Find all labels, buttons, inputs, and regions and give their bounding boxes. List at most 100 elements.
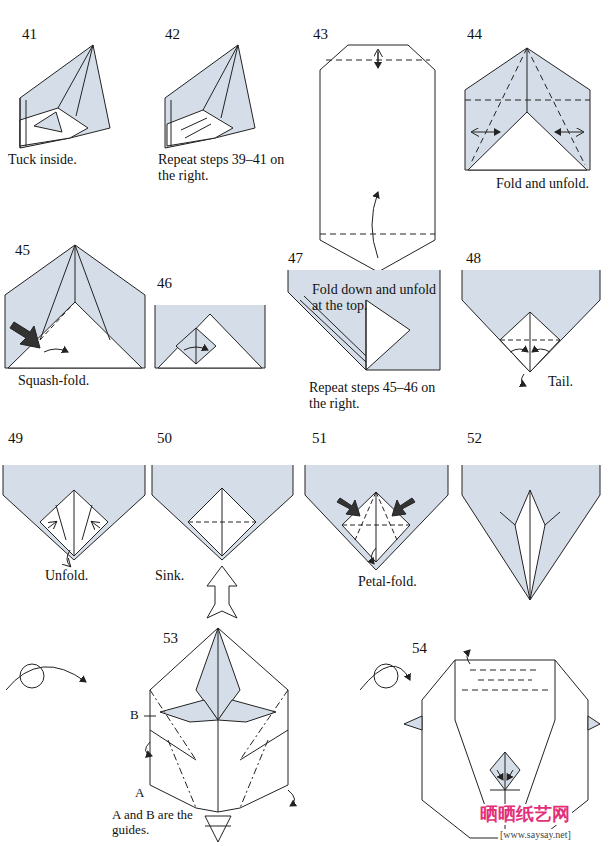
step-54-figure bbox=[404, 650, 600, 838]
fold-line bbox=[20, 98, 21, 148]
fold-line bbox=[470, 48, 527, 165]
fold-line bbox=[240, 740, 268, 808]
fold-line bbox=[3, 465, 145, 560]
fold-line bbox=[462, 465, 600, 600]
fold-line bbox=[188, 488, 256, 556]
step-caption: Petal-fold. bbox=[358, 574, 417, 590]
fold-line bbox=[188, 522, 256, 523]
fold-line bbox=[342, 492, 410, 562]
step-caption: Sink. bbox=[155, 568, 184, 584]
step-45-figure bbox=[5, 245, 145, 368]
fold-line bbox=[462, 270, 600, 372]
watermark: 晒晒纸艺网 bbox=[478, 804, 572, 825]
step-number: 54 bbox=[412, 640, 427, 657]
fold-line bbox=[497, 770, 503, 780]
fold-line bbox=[40, 245, 75, 340]
step-caption: Unfold. bbox=[45, 568, 88, 584]
fold-line bbox=[288, 270, 440, 370]
fold-line bbox=[575, 132, 583, 133]
fold-line bbox=[152, 465, 293, 560]
fold-line bbox=[82, 505, 92, 540]
fold-line bbox=[3, 45, 600, 842]
watermark-url: [www.saysay.net] bbox=[498, 829, 573, 841]
fold-line bbox=[545, 512, 560, 525]
guide-letter: B bbox=[130, 708, 139, 723]
step-caption: Squash-fold. bbox=[18, 373, 89, 389]
fold-line bbox=[152, 465, 293, 560]
fold-line bbox=[20, 45, 110, 148]
fold-line bbox=[500, 512, 515, 525]
fold-line bbox=[462, 690, 548, 691]
step-number: 45 bbox=[15, 242, 30, 259]
fold-line bbox=[305, 465, 448, 570]
step-number: 41 bbox=[22, 26, 37, 43]
fold-line bbox=[145, 742, 152, 756]
fold-line bbox=[472, 132, 480, 133]
fold-line bbox=[167, 110, 233, 146]
fold-line bbox=[171, 100, 172, 146]
step-48-figure bbox=[462, 270, 600, 386]
fold-line bbox=[158, 314, 262, 368]
fold-line bbox=[40, 302, 75, 340]
fold-line bbox=[10, 322, 40, 348]
fold-line bbox=[467, 650, 470, 664]
step-number: 46 bbox=[157, 275, 172, 292]
turn-over-symbol bbox=[360, 664, 410, 690]
fold-line bbox=[144, 716, 156, 717]
step-number: 51 bbox=[312, 430, 327, 447]
fold-line bbox=[320, 45, 435, 272]
fold-line bbox=[207, 566, 237, 618]
step-49-figure bbox=[3, 465, 145, 566]
step-caption: Fold down and unfold at the top. bbox=[312, 282, 440, 314]
fold-line bbox=[176, 328, 216, 364]
step-46-figure bbox=[155, 305, 265, 368]
fold-line bbox=[510, 349, 528, 352]
step-number: 44 bbox=[467, 26, 482, 43]
fold-line bbox=[8, 302, 142, 368]
fold-line bbox=[155, 305, 265, 368]
fold-line bbox=[337, 498, 360, 516]
fold-line bbox=[74, 490, 75, 556]
fold-line bbox=[288, 270, 440, 370]
fold-line bbox=[168, 740, 196, 808]
fold-line bbox=[555, 132, 575, 133]
fold-line bbox=[150, 628, 288, 812]
fold-line bbox=[185, 124, 211, 138]
fold-line bbox=[555, 660, 556, 720]
step-caption: Tail. bbox=[548, 374, 573, 390]
guide-letter: A bbox=[135, 786, 144, 801]
step-caption: Repeat steps 39–41 on the right. bbox=[158, 152, 298, 184]
fold-line bbox=[196, 328, 197, 364]
fold-line bbox=[44, 349, 68, 352]
fold-line bbox=[205, 816, 231, 842]
fold-line bbox=[392, 498, 415, 516]
step-51-figure bbox=[305, 465, 448, 570]
step-caption: Repeat steps 45–46 on the right. bbox=[309, 380, 449, 412]
step-number: 53 bbox=[163, 630, 178, 647]
fold-line bbox=[40, 490, 108, 556]
fold-line bbox=[360, 666, 410, 690]
fold-line bbox=[378, 52, 379, 68]
fold-line bbox=[48, 522, 56, 528]
fold-line bbox=[305, 465, 448, 570]
fold-line bbox=[500, 312, 560, 372]
fold-line bbox=[240, 730, 288, 760]
fold-line bbox=[75, 245, 76, 302]
fold-line bbox=[521, 374, 526, 386]
fold-line bbox=[376, 492, 377, 562]
fold-line bbox=[455, 660, 456, 720]
fold-line bbox=[507, 770, 513, 780]
fold-line bbox=[500, 340, 560, 341]
fold-line bbox=[288, 790, 295, 806]
fold-line bbox=[75, 245, 110, 340]
step-caption: A and B are the guides. bbox=[112, 808, 196, 838]
step-number: 52 bbox=[467, 430, 482, 447]
step-42-figure bbox=[165, 45, 255, 148]
fold-line bbox=[92, 522, 100, 528]
fold-line bbox=[20, 108, 88, 146]
step-47-figure bbox=[288, 270, 440, 370]
fold-line bbox=[203, 45, 238, 110]
fold-line bbox=[372, 192, 378, 258]
fold-line bbox=[155, 305, 265, 368]
